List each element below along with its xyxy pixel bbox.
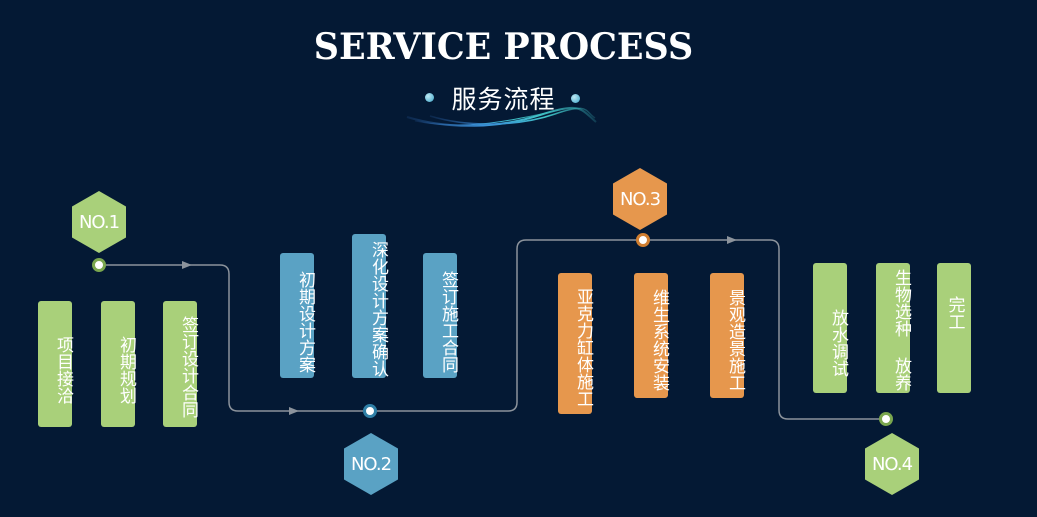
title-dot-right-icon [571,94,580,103]
wave-decoration-icon [406,106,597,127]
step-card: 景观造景施工 [710,273,745,398]
stage-badge-no4: NO.4 [865,433,919,495]
step-card: 初期规划 [101,301,136,427]
step-card: 初期设计方案 [280,253,315,378]
step-card: 生物选种 放养 [876,263,911,393]
stage-node-no1 [92,258,106,272]
stage-badge-no2: NO.2 [344,433,398,495]
flow-line [99,239,886,420]
title-dot-left-icon [425,93,434,102]
step-card: 放水调试 [813,263,848,393]
step-card: 完工 [937,263,971,393]
step-card: 亚克力缸体施工 [558,273,593,414]
stage-node-no4 [879,412,893,426]
step-card: 签订设计合同 [163,301,198,427]
stage-node-no2 [363,404,377,418]
arrow-icon [289,407,299,415]
stage-node-no3 [636,233,650,247]
page-title-chinese: 服务流程 [451,85,556,114]
step-card: 维生系统安装 [634,273,669,398]
arrow-icon [727,236,737,244]
page-title-english: SERVICE PROCESS [313,26,694,68]
step-card: 签订施工合同 [423,253,458,378]
arrow-icon [182,261,192,269]
step-card: 深化设计方案确认 [352,234,388,378]
step-card: 项目接洽 [38,301,73,427]
